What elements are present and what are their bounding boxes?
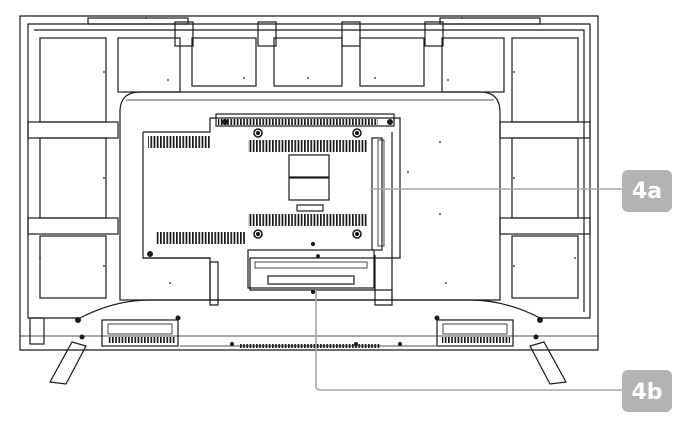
callout-4b-label: 4b [631, 380, 662, 405]
left-stand-foot [49, 341, 87, 385]
callout-line-4b [315, 290, 622, 391]
mount-screws [75, 119, 543, 346]
right-stand-foot [529, 341, 567, 385]
callout-4a-label: 4a [632, 179, 662, 204]
callout-4a-badge [622, 170, 672, 212]
right-speaker [436, 319, 514, 347]
callout-lines [315, 188, 622, 391]
vent-grilles [108, 119, 510, 348]
top-clips [87, 17, 541, 47]
side-io-block [29, 317, 45, 345]
left-speaker [101, 319, 179, 347]
left-panels [27, 37, 181, 299]
tv-body [19, 15, 599, 385]
tv-outer-frame [19, 15, 599, 351]
callout-4b-badge [622, 370, 672, 412]
callout-4b: 4b [622, 370, 672, 412]
rear-housing [119, 91, 501, 301]
right-panels [499, 37, 591, 299]
panel-dots [39, 17, 576, 284]
tv-inner-frame [27, 23, 591, 319]
tv-inner-bezel [34, 29, 585, 312]
callout-4a: 4a [622, 170, 672, 212]
